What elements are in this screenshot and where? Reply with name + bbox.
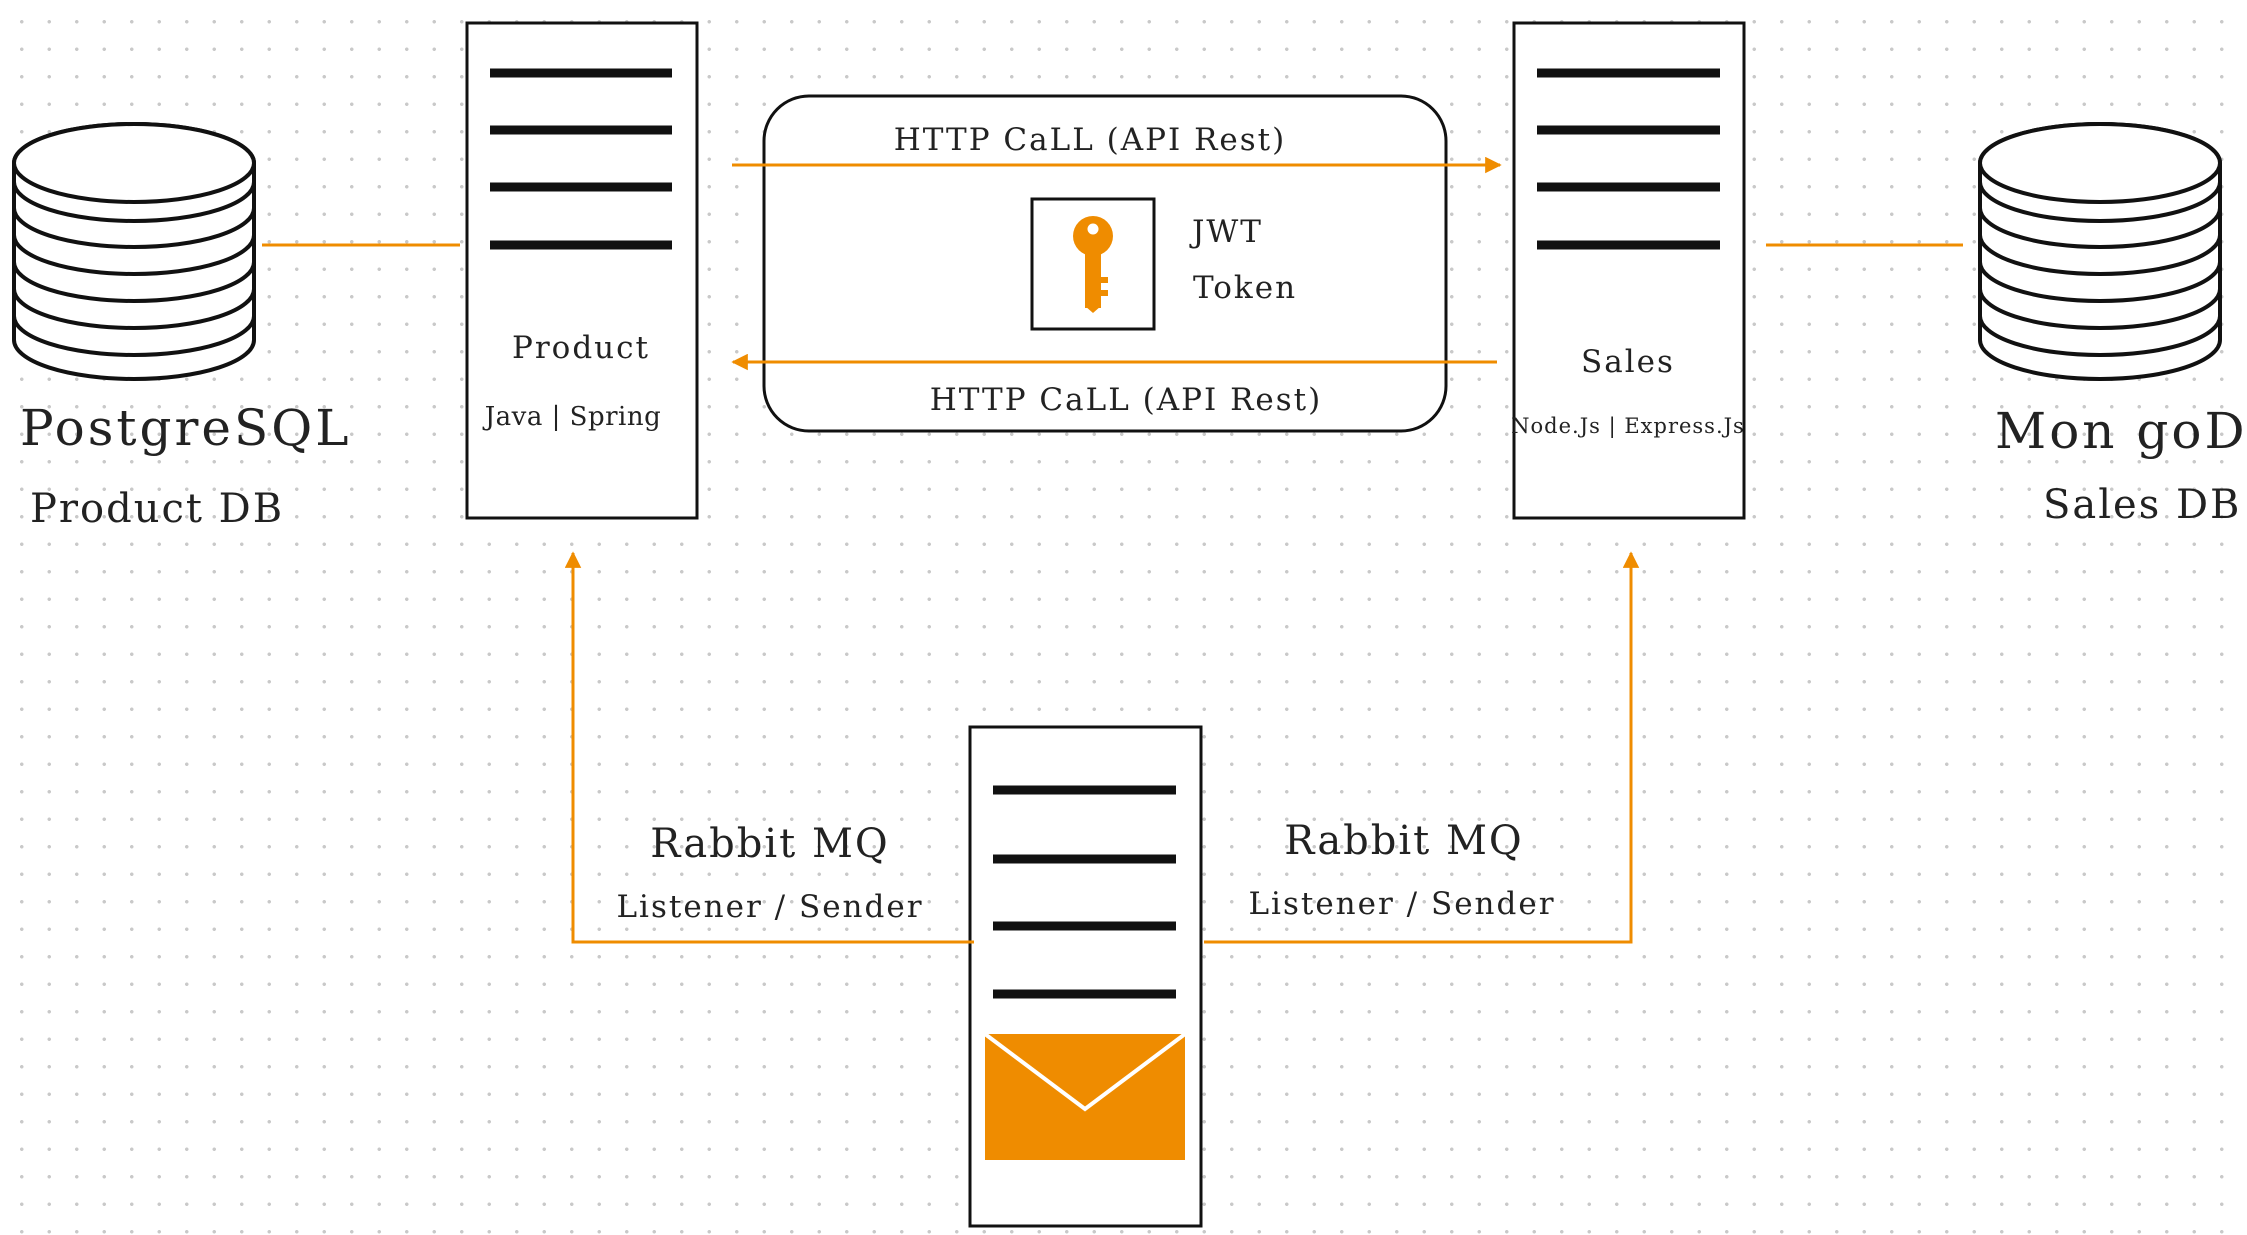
sales-service-name: Sales bbox=[1581, 344, 1675, 380]
postgres-db-name: PostgreSQL bbox=[20, 399, 351, 457]
server-icon bbox=[993, 785, 1176, 999]
jwt-token-label-line2: Token bbox=[1193, 270, 1297, 306]
rabbitmq-right-role: Listener / Sender bbox=[1248, 886, 1555, 922]
jwt-token-label-line1: JWT bbox=[1189, 214, 1263, 250]
key-icon bbox=[1073, 216, 1113, 313]
rabbitmq-right-title: Rabbit MQ bbox=[1284, 818, 1523, 864]
product-service-name: Product bbox=[512, 330, 650, 366]
http-call-top-label: HTTP CaLL (API Rest) bbox=[894, 122, 1287, 158]
postgres-db-subtitle: Product DB bbox=[30, 486, 284, 532]
rabbitmq-left-title: Rabbit MQ bbox=[650, 821, 889, 867]
sales-service-box bbox=[1512, 21, 1746, 520]
server-icon bbox=[490, 68, 672, 250]
jwt-key-frame bbox=[1030, 197, 1156, 331]
mongo-db-name: Mon goDB bbox=[1995, 402, 2247, 460]
message-broker-box bbox=[968, 725, 1203, 1228]
rabbitmq-sales-arrow bbox=[1204, 551, 1640, 944]
envelope-icon bbox=[983, 1032, 1187, 1160]
mongo-db-subtitle: Sales DB bbox=[2043, 482, 2241, 528]
rabbitmq-left-role: Listener / Sender bbox=[616, 889, 923, 925]
rabbitmq-product-arrow bbox=[564, 551, 974, 944]
product-service-stack: Java | Spring bbox=[482, 402, 662, 432]
http-call-bottom-label: HTTP CaLL (API Rest) bbox=[930, 382, 1323, 418]
sales-service-stack: Node.Js | Express.Js bbox=[1511, 414, 1745, 439]
mongo-db-icon bbox=[1978, 122, 2222, 381]
product-service-box bbox=[465, 21, 699, 520]
postgres-db-icon bbox=[12, 122, 256, 381]
server-icon bbox=[1537, 68, 1720, 250]
